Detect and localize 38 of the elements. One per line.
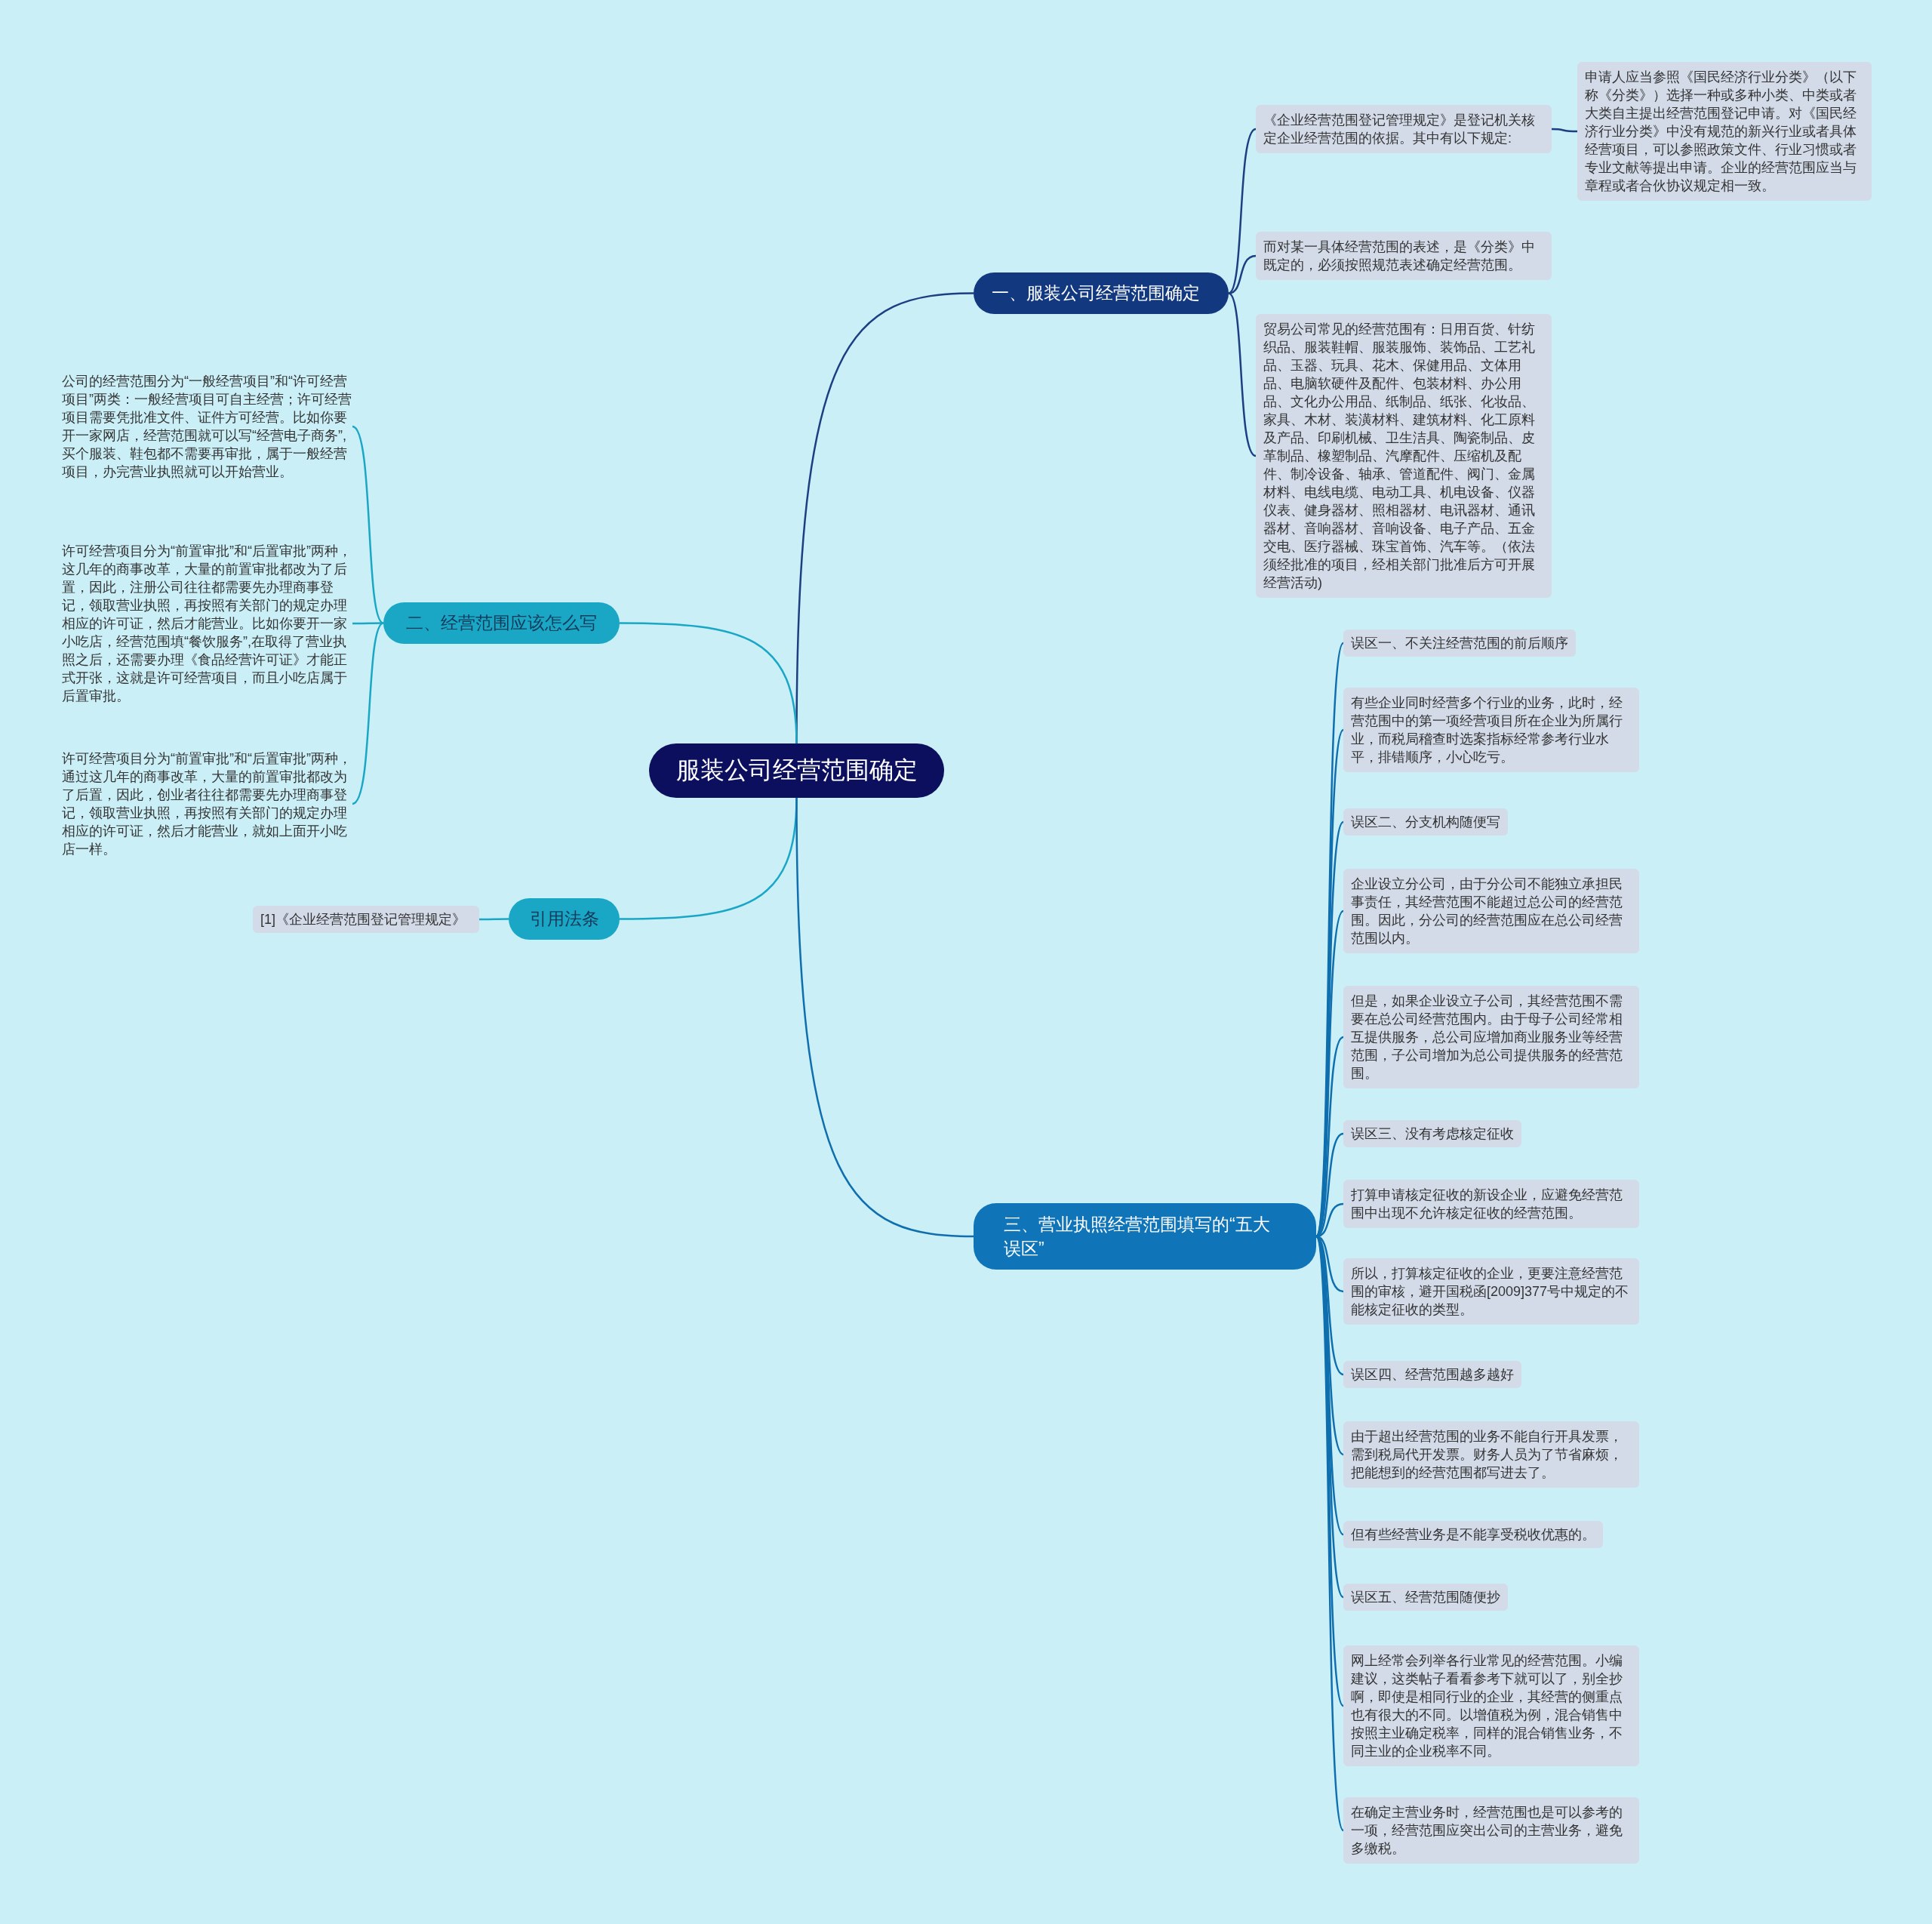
- note-text: 许可经营项目分为“前置审批”和“后置审批”两种，通过这几年的商事改革，大量的前置审批都改为了后置，因此，创业者往往都需要先办理商事登记，领取营业执照，再按照有关部门的规定办理相应的许可证，然后才能营业，就如上面开小吃店一样。: [62, 750, 352, 858]
- subtopic-box: 有些企业同时经营多个行业的业务，此时，经营范围中的第一项经营项目所在企业为所属行业，而税局稽查时选案指标经常参考行业水平，排错顺序，小心吃亏。: [1343, 688, 1639, 772]
- connector-line: [1228, 254, 1257, 294]
- connector-line: [1228, 292, 1257, 457]
- branch-topic: 二、经营范围应该怎么写: [383, 602, 620, 644]
- subtopic-box: 网上经常会列举各行业常见的经营范围。小编建议，这类帖子看看参考下就可以了，别全抄啊，即使是相同行业的企业，其经营的侧重点也有很大的不同。以增值税为例，混合销售中按照主业确定税率，同样的混合销售业务，不同主业的企业税率不同。: [1343, 1645, 1639, 1766]
- subtopic-box: 《企业经营范围登记管理规定》是登记机关核定企业经营范围的依据。其中有以下规定:: [1256, 105, 1552, 153]
- subtopic-box: 在确定主营业务时，经营范围也是可以参考的一项，经营范围应突出公司的主营业务，避免多缴税。: [1343, 1797, 1639, 1864]
- subtopic-box: 由于超出经营范围的业务不能自行开具发票，需到税局代开发票。财务人员为了节省麻烦，把能想到的经营范围都写进去了。: [1343, 1421, 1639, 1488]
- note-text: 许可经营项目分为“前置审批”和“后置审批”两种，这几年的商事改革，大量的前置审批都改为了后置，因此，注册公司往往都需要先办理商事登记，领取营业执照，再按照有关部门的规定办理相应的许可证，然后才能营业。比如你要开一家小吃店，经营范围填“餐饮服务”,在取得了营业执照之后，还需要办理《食品经营许可证》才能正式开张，这就是许可经营项目，而且小吃店属于后置审批。: [62, 542, 352, 705]
- connector-line: [795, 798, 974, 1238]
- subtopic-box: 而对某一具体经营范围的表述，是《分类》中既定的，必须按照规范表述确定经营范围。: [1256, 232, 1552, 280]
- subtopic-box: 企业设立分公司，由于分公司不能独立承担民事责任，其经营范围不能超过总公司的经营范围。因此，分公司的经营范围应在总公司经营范围以内。: [1343, 869, 1639, 953]
- note-text: 公司的经营范围分为“一般经营项目”和“许可经营项目”两类：一般经营项目可自主经营；许可经营项目需要凭批准文件、证件方可经营。比如你要开一家网店，经营范围就可以写“经营电子商务”,买个服装、鞋包都不需要再审批，属于一般经营项目，办完营业执照就可以开始营业。: [62, 372, 352, 481]
- subtopic-box: 但有些经营业务是不能享受税收优惠的。: [1343, 1521, 1603, 1548]
- subtopic-box: 误区三、没有考虑核定征收: [1343, 1120, 1521, 1147]
- subtopic-box: 打算申请核定征收的新设企业，应避免经营范围中出现不允许核定征收的经营范围。: [1343, 1180, 1639, 1228]
- subtopic-box: 误区一、不关注经营范围的前后顺序: [1343, 630, 1576, 657]
- branch-topic: 三、营业执照经营范围填写的“五大误区”: [974, 1203, 1316, 1270]
- branch-topic: 引用法条: [509, 898, 620, 940]
- central-topic: 服装公司经营范围确定: [649, 743, 944, 798]
- connector-line: [352, 622, 383, 625]
- branch-topic: 一、服装公司经营范围确定: [974, 272, 1229, 314]
- subtopic-box: 但是，如果企业设立子公司，其经营范围不需要在总公司经营范围内。由于母子公司经常相互提供服务，总公司应增加商业服务业等经营范围，子公司增加为总公司提供服务的经营范围。: [1343, 986, 1639, 1088]
- connector-line: [352, 426, 384, 624]
- reference-box: [1]《企业经营范围登记管理规定》: [253, 906, 479, 933]
- subtopic-box: 误区五、经营范围随便抄: [1343, 1584, 1508, 1611]
- subtopic-box: 误区二、分支机构随便写: [1343, 808, 1508, 836]
- connector-line: [1552, 128, 1577, 133]
- subtopic-box: 申请人应当参照《国民经济行业分类》（以下称《分类》）选择一种或多种小类、中类或者大类自主提出经营范围登记申请。对《国民经济行业分类》中没有规范的新兴行业或者具体经营项目，可以参照政策文件、行业习惯或者专业文献等提出申请。企业的经营范围应当与章程或者合伙协议规定相一致。: [1577, 62, 1872, 201]
- connector-line: [352, 622, 384, 805]
- connector-line: [620, 622, 798, 744]
- subtopic-box: 误区四、经营范围越多越好: [1343, 1361, 1521, 1388]
- subtopic-box: 贸易公司常见的经营范围有：日用百货、针纺织品、服装鞋帽、服装服饰、装饰品、工艺礼品、玉器、玩具、花木、保健用品、文体用品、电脑软硬件及配件、包装材料、办公用品、文化办公用品、纸制品、纸张、化妆品、家具、木材、装潢材料、建筑材料、化工原料及产品、印刷机械、卫生洁具、陶瓷制品、皮革制品、橡塑制品、汽摩配件、压缩机及配件、制冷设备、轴承、管道配件、阀门、金属材料、电线电缆、电动工具、机电设备、仪器仪表、健身器材、照相器材、电讯器材、通讯器材、音响器材、音响设备、电子产品、五金交电、医疗器械、珠宝首饰、汽车等。（依法须经批准的项目，经相关部门批准后方可开展经营活动): [1256, 314, 1552, 598]
- connector-line: [479, 918, 509, 921]
- connector-line: [1228, 128, 1257, 294]
- subtopic-box: 所以，打算核定征收的企业，更要注意经营范围的审核，避开国税函[2009]377号中规定的不能核定征收的类型。: [1343, 1258, 1639, 1325]
- connector-line: [1315, 1236, 1345, 1831]
